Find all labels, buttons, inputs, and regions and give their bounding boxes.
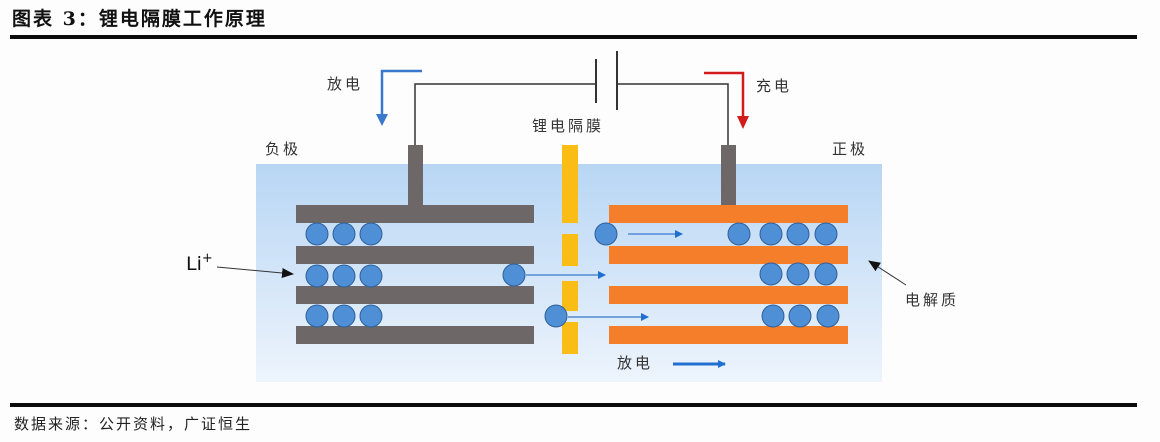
anode-terminal — [408, 145, 423, 207]
li-ion — [359, 264, 383, 288]
li-ion — [332, 264, 356, 288]
li-ion — [305, 264, 329, 288]
separator-membrane — [562, 145, 578, 354]
charge-arrow-icon — [704, 71, 745, 118]
separator-segment — [562, 322, 578, 354]
separator-segment — [562, 145, 578, 223]
li-ion — [788, 304, 812, 328]
anode-label: 负极 — [265, 140, 301, 158]
cathode-plate — [609, 205, 848, 223]
li-ion-migrating — [502, 263, 526, 287]
li-ion — [814, 222, 838, 246]
li-ion — [759, 262, 783, 286]
li-ion-label: Li+ — [186, 251, 213, 275]
cathode-label: 正极 — [832, 140, 868, 158]
separator-segment — [562, 234, 578, 266]
anode-plates — [296, 205, 534, 344]
anode-plate — [296, 205, 534, 223]
cathode-terminal — [721, 145, 736, 207]
anode-plate — [296, 246, 534, 264]
charge-arrowhead-icon — [737, 116, 749, 129]
li-ion — [759, 222, 783, 246]
discharge-bottom-label: 放电 — [617, 354, 653, 372]
discharge-top-label: 放电 — [327, 75, 363, 93]
anode-plate — [296, 286, 534, 304]
li-ion — [305, 304, 329, 328]
li-ion — [332, 222, 356, 246]
li-ion — [305, 222, 329, 246]
separator-label: 锂电隔膜 — [532, 117, 604, 135]
li-ion-pointer-arrow — [216, 266, 294, 278]
li-ion-migrating — [594, 222, 618, 246]
discharge-arrowhead-icon — [376, 114, 388, 126]
li-ion-migrating — [544, 304, 568, 328]
cathode-plate — [609, 326, 848, 344]
li-ion — [814, 262, 838, 286]
li-ion — [786, 222, 810, 246]
charge-top-label: 充电 — [756, 77, 792, 95]
li-ion — [786, 262, 810, 286]
electrolyte-label: 电解质 — [905, 291, 959, 309]
cathode-plates — [609, 205, 848, 344]
figure-title: 图表 3：锂电隔膜工作原理 — [12, 8, 267, 30]
right-wire — [618, 83, 729, 150]
li-ion — [727, 222, 751, 246]
li-ion — [359, 222, 383, 246]
cathode-plate — [609, 246, 848, 264]
li-ion — [359, 304, 383, 328]
discharge-arrow-icon — [380, 69, 422, 116]
separator-segment — [562, 281, 578, 311]
li-ion — [816, 304, 840, 328]
anode-plate — [296, 326, 534, 344]
li-ion — [332, 304, 356, 328]
lithium-ions — [305, 222, 840, 328]
electrolyte-pointer-arrow — [868, 260, 907, 286]
bottom-rule — [10, 403, 1137, 407]
li-ion — [761, 304, 785, 328]
top-rule — [10, 35, 1137, 39]
cathode-plate — [609, 286, 848, 304]
data-source: 数据来源：公开资料，广证恒生 — [14, 415, 253, 433]
left-wire — [414, 83, 595, 150]
